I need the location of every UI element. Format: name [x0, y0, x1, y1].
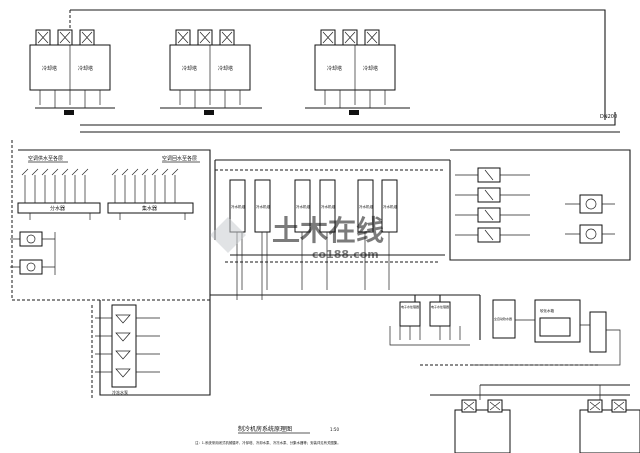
tower-label-right: 冷却塔 — [218, 65, 233, 72]
water-distributor: 空调供水至各层 分水器 — [17, 155, 101, 220]
pump-row — [455, 167, 530, 243]
drawing-title: 制冷机房系统原理图 — [238, 425, 292, 433]
chiller-label-left: 冷水机组 — [296, 204, 310, 209]
watermark-logo-icon — [210, 217, 246, 253]
title-block: 制冷机房系统原理图 1:50 注：1.系统采用闭式机械循环，冷却塔、冷却水泵、冷… — [195, 425, 341, 445]
chiller-2: 冷水机组 冷水机组 — [294, 179, 336, 290]
chiller-label-right: 冷水机组 — [256, 204, 270, 209]
soft-water-label: 软化水箱 — [540, 308, 554, 313]
chiller-label-right: 冷水机组 — [321, 204, 335, 209]
chiller-label-left: 冷水机组 — [359, 204, 373, 209]
collector-label: 集水器 — [142, 205, 157, 212]
softener-section: 全自动软水器 软化水箱 — [420, 299, 621, 366]
tower-label-right: 冷却塔 — [363, 65, 378, 72]
collector-header-label: 空调回水至各层 — [162, 155, 197, 162]
cooling-tower-group-3: 冷却塔 冷却塔 — [305, 29, 410, 115]
right-pump-pair — [565, 194, 615, 244]
chiller-3: 冷水机组 冷水机组 — [357, 179, 398, 290]
chiller-1: 冷水机组 冷水机组 — [229, 179, 271, 300]
tower-label-right: 冷却塔 — [78, 65, 93, 72]
chilled-pump-group: 冷冻水泵 — [91, 300, 211, 400]
cooling-pump-section — [449, 149, 631, 261]
water-treatment-section: 电子水处理器 电子水处理器 — [389, 295, 481, 346]
cooling-tower-section: 冷却塔 冷却塔 冷却塔 冷却塔 冷却 — [29, 9, 620, 133]
bottom-tower-section — [430, 384, 640, 453]
distributor-label: 分水器 — [50, 205, 65, 212]
tower-label-left: 冷却塔 — [327, 65, 342, 72]
watermark-brand: 土木在线 — [272, 214, 384, 247]
chiller-label-right: 冷水机组 — [383, 204, 397, 209]
drawing-note: 注：1.系统采用闭式机械循环，冷却塔、冷却水泵、冷冻水泵、分集水器等；安装详见有… — [195, 440, 341, 445]
drawing-scale: 1:50 — [330, 427, 339, 432]
chiller-label-left: 冷水机组 — [231, 204, 245, 209]
left-pump-pair — [10, 231, 56, 275]
distributor-header-label: 空调供水至各层 — [28, 155, 63, 162]
tower-label-left: 冷却塔 — [182, 65, 197, 72]
dosing-label: 电子水处理器 — [431, 304, 449, 309]
pump-group-label: 冷冻水泵 — [112, 389, 128, 395]
header-section: 空调供水至各层 分水器 空调回水至各层 集水器 — [10, 140, 211, 301]
pipe-tag-label: DN200 — [600, 114, 617, 120]
dosing-label: 电子水处理器 — [401, 304, 419, 309]
cooling-tower-group-1: 冷却塔 冷却塔 — [29, 29, 115, 115]
watermark-site: co188.com — [312, 248, 379, 261]
tower-label-left: 冷却塔 — [42, 65, 57, 72]
watermark: 土木在线 co188.com — [210, 214, 384, 261]
softener-label: 全自动软水器 — [494, 316, 512, 321]
cooling-tower-group-2: 冷却塔 冷却塔 — [160, 29, 262, 115]
chiller-section: 冷水机组 冷水机组 冷水机组 冷水机组 冷水机组 冷水机组 — [210, 159, 480, 300]
water-collector: 空调回水至各层 集水器 — [107, 155, 200, 220]
